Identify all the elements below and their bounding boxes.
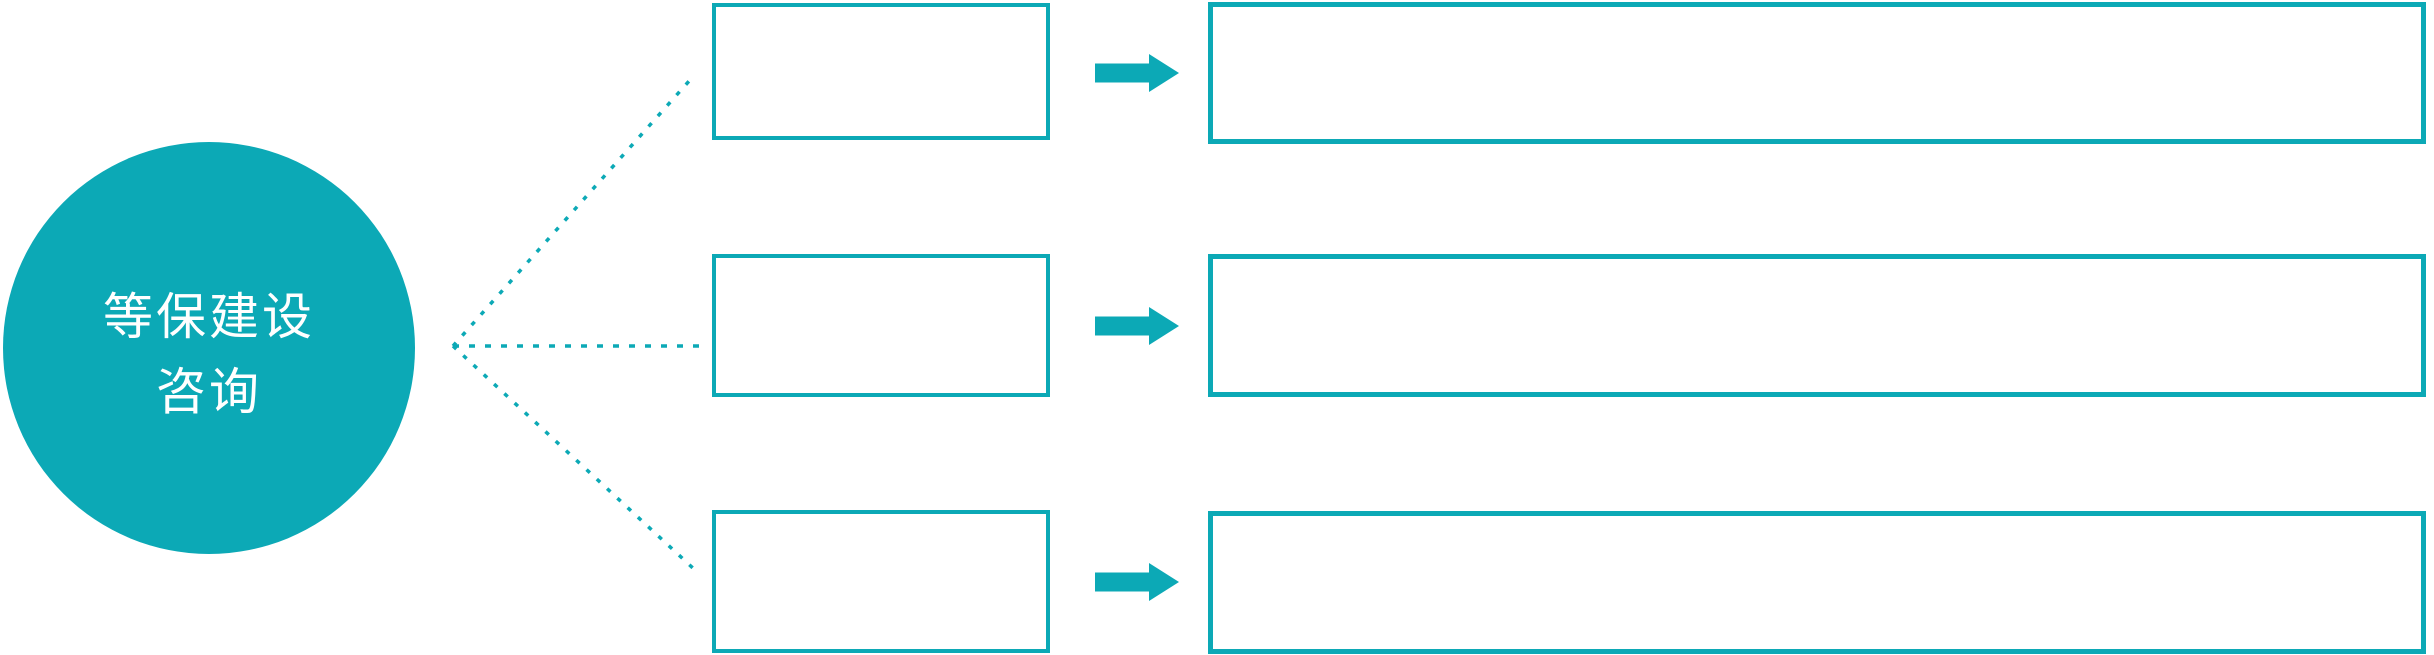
right-block-arrow-shape — [1095, 54, 1179, 92]
right-arrow-icon-3 — [1095, 563, 1179, 601]
right-block-arrow-shape — [1095, 563, 1179, 601]
category-box-1 — [712, 3, 1050, 140]
category-box-2 — [712, 254, 1050, 397]
category-box-3 — [712, 510, 1050, 653]
center-node-circle: 等保建设 咨询 — [3, 142, 415, 554]
detail-box-1 — [1208, 2, 2426, 144]
center-node-label-line2: 咨询 — [156, 363, 262, 421]
detail-box-3 — [1208, 511, 2426, 654]
right-arrow-icon-1 — [1095, 54, 1179, 92]
right-arrow-icon-2 — [1095, 307, 1179, 345]
center-node-label: 等保建设 咨询 — [103, 266, 315, 430]
connector-line-bottom — [451, 344, 697, 572]
connector-line-top — [451, 78, 692, 348]
center-node-label-line1: 等保建设 — [103, 288, 315, 346]
right-block-arrow-shape — [1095, 307, 1179, 345]
detail-box-2 — [1208, 254, 2426, 397]
